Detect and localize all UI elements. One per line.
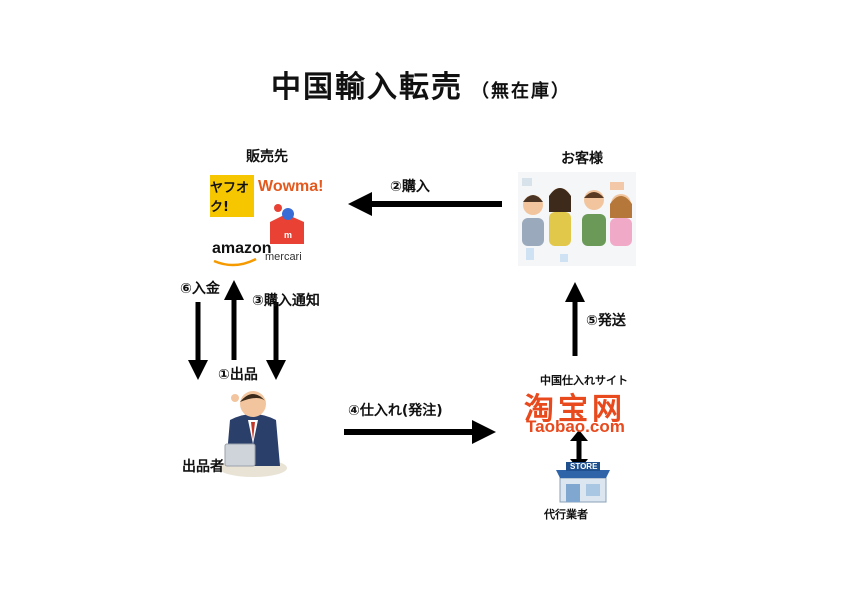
svg-text:m: m [284, 230, 292, 240]
agent-label: 代行業者 [544, 508, 588, 521]
china-site-label: 中国仕入れサイト [540, 374, 628, 387]
title-main: 中国輸入転売 [271, 70, 463, 105]
step-4-label: ④仕入れ(発注) [348, 403, 443, 419]
title-sub: （無在庫） [471, 81, 571, 102]
amazon-logo: amazon [212, 240, 272, 257]
amazon-smile-icon [213, 257, 257, 267]
page-title: 中国輸入転売 （無在庫） [0, 62, 842, 106]
yahoo-auction-logo: ヤフオク! [210, 175, 254, 217]
seller-destination-label: 販売先 [246, 149, 288, 165]
taobao-logo-cn: 淘宝网 [524, 392, 626, 427]
step-3-label: ③購入通知 [252, 293, 320, 309]
exhibitor-illustration [219, 391, 287, 477]
wowma-logo: Wowma! [258, 178, 324, 195]
store-illustration [556, 462, 610, 503]
store-sign: STORE [570, 462, 598, 471]
taobao-logo-en: Taobao.com [526, 417, 625, 436]
step-6-label: ⑥入金 [180, 281, 220, 297]
step-1-label: ①出品 [218, 367, 258, 383]
exhibitor-label: 出品者 [182, 459, 224, 475]
mercari-logo-text: mercari [265, 251, 302, 263]
customer-label: お客様 [561, 151, 603, 167]
step-2-label: ②購入 [390, 179, 430, 195]
mercari-logo-icon: m [270, 204, 304, 244]
step-5-label: ⑤発送 [586, 313, 626, 329]
customers-illustration [518, 172, 636, 266]
